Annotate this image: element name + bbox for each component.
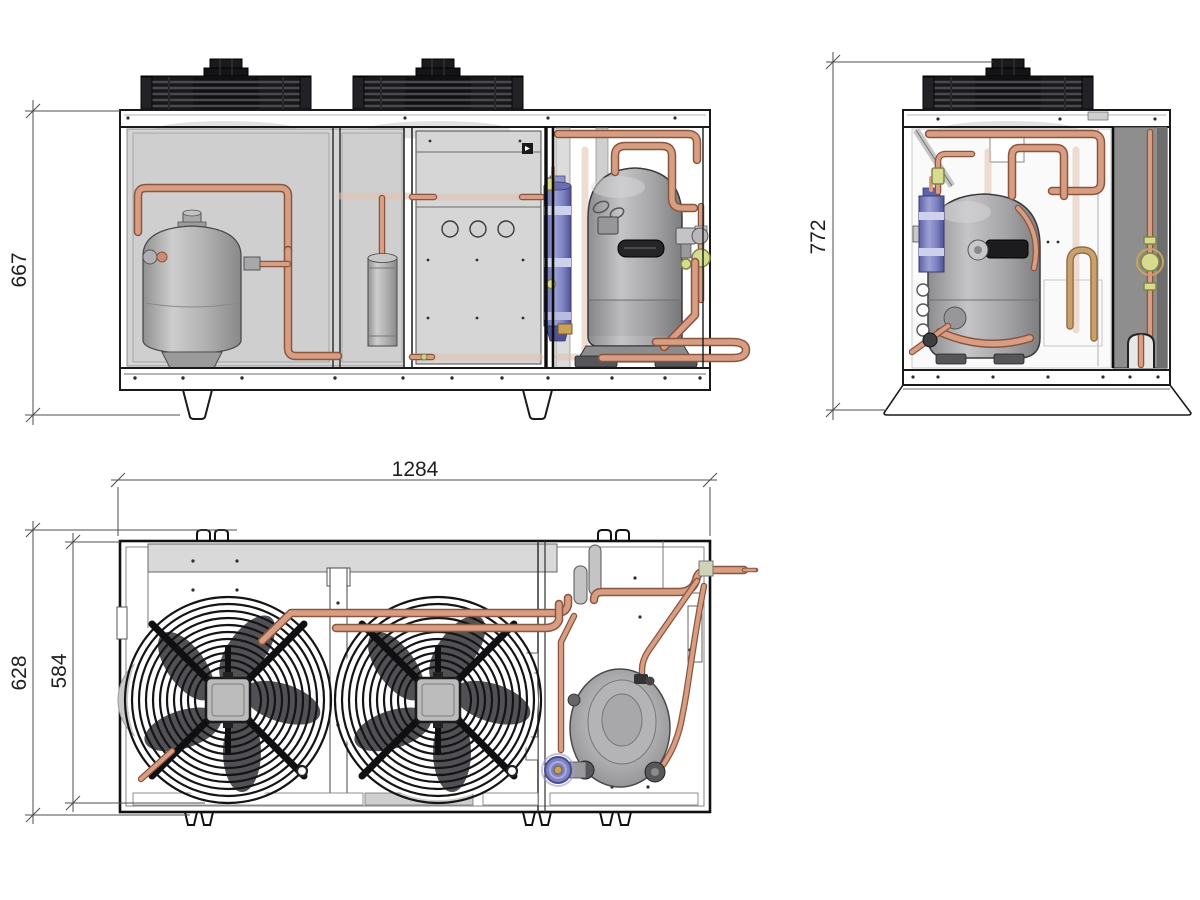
compressor-plan — [567, 668, 671, 788]
front-fan-assembly-2 — [351, 57, 525, 112]
side-view: 772 — [807, 52, 1192, 420]
condenser-coil-plan — [147, 543, 558, 573]
side-pedestal — [883, 384, 1192, 416]
sight-glass — [931, 167, 945, 185]
filter-drier — [543, 166, 572, 342]
compressor-bay — [543, 127, 746, 369]
suction-riser — [573, 565, 588, 605]
compressor-front — [574, 167, 709, 368]
dimension-584: 584 — [48, 533, 205, 812]
inline-fitting — [243, 256, 261, 271]
front-base-rail — [119, 367, 711, 391]
filter-drier-side — [912, 176, 945, 273]
mounting-tabs — [184, 529, 632, 826]
plan-fan-1 — [125, 597, 331, 803]
base-rivets — [133, 376, 702, 380]
compressor-side — [927, 193, 1041, 365]
front-view: 667 — [8, 57, 746, 425]
shutoff-valve — [922, 332, 938, 348]
dimension-1284: 1284 — [110, 458, 718, 536]
dimension-667: 667 — [8, 100, 180, 425]
wall-pass-fitting — [698, 560, 714, 577]
dim-text-top-width: 1284 — [392, 458, 439, 481]
dim-text-top-depth-inner: 584 — [48, 653, 71, 688]
dimension-628: 628 — [8, 521, 237, 824]
cable-knockout — [469, 220, 487, 238]
oil-separator — [367, 253, 398, 347]
moisture-indicator — [1140, 252, 1160, 272]
front-fan-assembly-1 — [139, 57, 313, 112]
top-view: 1284 628 584 — [8, 458, 759, 826]
front-foot-left — [181, 389, 214, 420]
discharge-riser — [588, 544, 602, 596]
electrical-box — [403, 127, 542, 368]
front-foot-right — [521, 389, 554, 420]
dim-text-side-height: 772 — [807, 219, 830, 254]
dim-text-front-height: 667 — [8, 252, 31, 287]
side-fan-assembly — [921, 57, 1095, 112]
cable-knockout — [497, 220, 515, 238]
receiver-tank — [142, 209, 242, 369]
dimension-772: 772 — [807, 52, 993, 420]
filter-drier-plan — [541, 753, 587, 787]
cable-knockout — [441, 220, 459, 238]
dim-text-top-depth-overall: 628 — [8, 655, 31, 690]
